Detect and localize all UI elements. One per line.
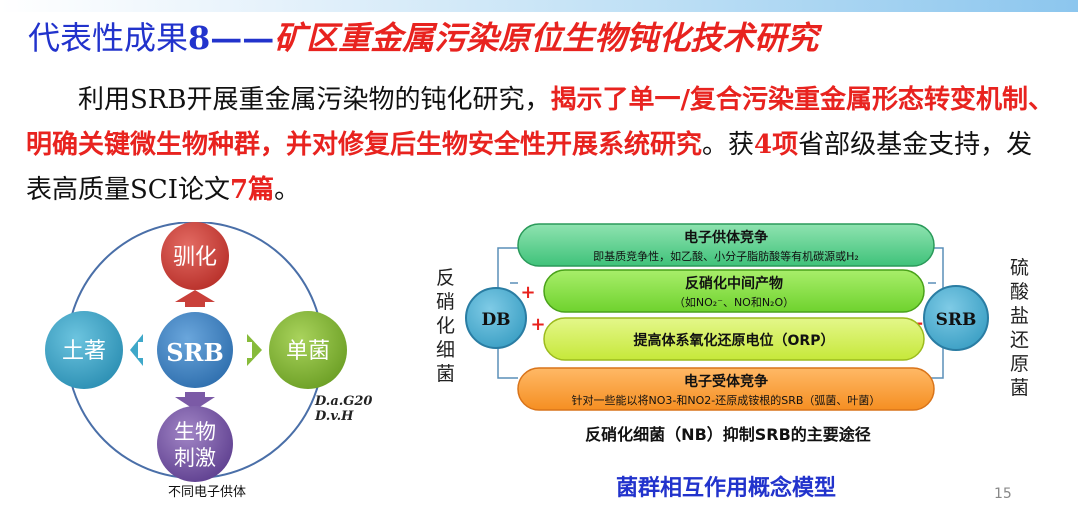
bar-denitrification-intermediates: [543, 269, 925, 313]
para-s3: 。获: [702, 130, 755, 160]
diagram-caption: 反硝化细菌（NB）抑制SRB的主要途径: [585, 425, 871, 444]
label-bottom-2: 刺激: [174, 446, 216, 470]
left-caption: 不同电子供体: [168, 485, 246, 500]
db-label: DB: [481, 310, 510, 330]
para-s1: 利用SRB开展重金属污染物的钝化研究，: [78, 85, 551, 115]
label-center: SRB: [166, 338, 224, 367]
strain-note-2: D.v.H: [314, 409, 354, 424]
title-topic: 矿区重金属污染原位生物钝化技术研究: [274, 19, 819, 57]
label-left: 土著: [62, 339, 106, 364]
title-prefix: 代表性成果: [28, 19, 189, 57]
para-paper-count: 7篇: [229, 175, 275, 205]
bar4-sub: 针对一些能以将NO3-和NO2-还原成铵根的SRB（弧菌、叶菌）: [572, 393, 881, 407]
strain-note-1: D.a.G20: [314, 394, 372, 409]
arrow-down-icon: [175, 392, 215, 410]
arrow-right-icon: [247, 334, 262, 366]
plus-sign-2: +: [530, 314, 545, 335]
right-side-char-5: 原: [1010, 353, 1029, 375]
right-side-char-3: 盐: [1010, 305, 1029, 327]
circle-right: [269, 311, 347, 389]
bar-orp: [543, 317, 925, 361]
circle-top: [161, 222, 229, 290]
plus-sign-1: +: [520, 282, 535, 303]
bar2-sub: （如NO₂⁻、NO和N₂O）: [674, 295, 794, 309]
right-side-label: 硫 酸 盐 还 原 菌: [1010, 257, 1029, 399]
para-s7: 。: [274, 175, 301, 205]
model-title: 菌群相互作用概念模型: [616, 475, 836, 501]
top-gradient-bar: [0, 0, 1078, 12]
circle-left: [45, 311, 123, 389]
bar1-sub: 即基质竞争性，如乙酸、小分子脂肪酸等有机碳源或H₂: [593, 249, 859, 263]
arrow-left-icon: [130, 334, 143, 366]
bar2-title: 反硝化中间产物: [685, 275, 783, 292]
summary-paragraph: 利用SRB开展重金属污染物的钝化研究，揭示了单一/复合污染重金属形态转变机制、明…: [26, 78, 1056, 213]
page-number: 15: [994, 486, 1012, 502]
db-node: [465, 287, 527, 349]
srb-node: [923, 285, 989, 351]
label-right: 单菌: [286, 339, 330, 364]
left-side-char-1: 反: [436, 267, 455, 289]
right-side-char-6: 菌: [1010, 377, 1029, 399]
bacteria-interaction-diagram: 反 硝 化 细 菌 硫 酸 盐 还 原 菌 DB SRB + + − − 电子供…: [436, 223, 1029, 501]
left-side-char-2: 硝: [436, 291, 455, 313]
circle-bottom: [157, 406, 233, 482]
srb-domestication-diagram: SRB 驯化 土著 单菌 生物 刺激 D.a.G20 D.v.H 不同电子供体: [45, 222, 372, 500]
left-side-label: 反 硝 化 细 菌: [436, 267, 455, 385]
para-s5: 省部级基金支持，发表高质量SCI论文: [26, 130, 1033, 205]
bar-electron-acceptor: [517, 367, 935, 411]
page-title: 代表性成果8——矿区重金属污染原位生物钝化技术研究: [28, 18, 818, 58]
left-side-char-4: 细: [436, 339, 455, 361]
para-highlight: 揭示了单一/复合污染重金属形态转变机制、明确关键微生物种群，并对修复后生物安全性…: [26, 85, 1054, 160]
bar3-title: 提高体系氧化还原电位（ORP）: [634, 332, 835, 349]
bar4-title: 电子受体竞争: [684, 373, 768, 390]
label-top: 驯化: [173, 245, 217, 270]
arrow-up-icon: [175, 290, 215, 307]
title-number: 8——: [188, 19, 275, 57]
right-side-char-4: 还: [1010, 329, 1029, 351]
right-side-char-1: 硫: [1010, 257, 1029, 279]
bar-electron-donor: [517, 223, 935, 267]
srb-label: SRB: [936, 310, 977, 330]
circle-center: [157, 312, 233, 388]
left-side-char-5: 菌: [436, 363, 455, 385]
right-side-char-2: 酸: [1010, 281, 1029, 303]
label-bottom-1: 生物: [174, 420, 216, 444]
left-side-char-3: 化: [436, 315, 455, 337]
para-fund-count: 4项: [754, 130, 799, 160]
bar1-title: 电子供体竞争: [684, 229, 768, 246]
